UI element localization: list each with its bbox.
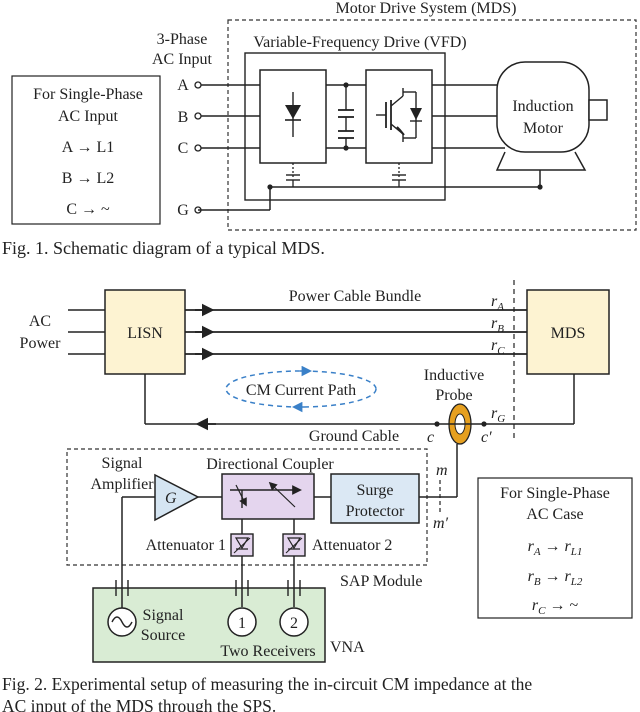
phase-b-label: B — [178, 109, 189, 126]
inverter-block — [365, 69, 433, 164]
sap-label: SAP Module — [340, 573, 423, 590]
rb-label: rB — [491, 315, 504, 335]
signal-amp-label-2: Amplifier — [90, 476, 154, 493]
motor-label-2: Motor — [523, 120, 564, 137]
ac-power-label-1: AC — [29, 313, 51, 330]
fig2-caption-line-2: AC input of the MDS through the SPS. — [2, 696, 276, 712]
fig2-single-phase-box — [477, 477, 633, 619]
input-title-2: AC Input — [152, 51, 213, 68]
amp-g-label: G — [165, 490, 177, 507]
input-title-1: 3-Phase — [157, 31, 208, 48]
vna-label: VNA — [330, 639, 365, 656]
lisn-label: LISN — [127, 325, 163, 342]
signal-amp-label-1: Signal — [102, 455, 143, 472]
mds-block — [526, 289, 610, 375]
ground-cable-label: Ground Cable — [309, 428, 399, 445]
two-receivers-label: Two Receivers — [220, 643, 315, 660]
fig1-sp-map-3: C → ~ — [66, 201, 110, 218]
fig2-sp-map-1: rA → rL1 — [528, 538, 583, 558]
phase-g-label: G — [177, 202, 189, 219]
attenuator-2-label: Attenuator 2 — [312, 537, 392, 554]
vfd-title: Variable-Frequency Drive (VFD) — [253, 34, 466, 51]
mds-dashed-box — [227, 19, 637, 231]
fig1-sp-map-1: A → L1 — [62, 139, 114, 156]
fig1-diagram: Motor Drive System (MDS) Variable-Freque… — [2, 0, 637, 258]
fig2-sp-map-3: rC → ~ — [532, 597, 579, 617]
fig2-diagram: AC Power LISN Power Cable Bundle rA rB r… — [2, 280, 633, 712]
receiver-1-label: 1 — [238, 615, 246, 632]
cm-current-path — [225, 370, 377, 408]
receiver-1 — [227, 607, 257, 637]
ra-label: rA — [491, 293, 504, 313]
power-cable-label: Power Cable Bundle — [289, 288, 421, 305]
directional-coupler — [221, 473, 315, 520]
vfd-box — [244, 52, 446, 201]
phase-a-label: A — [177, 77, 189, 94]
signal-source-label-1: Signal — [143, 607, 184, 624]
probe-label-2: Probe — [435, 387, 472, 404]
fig2-sp-title-2: AC Case — [526, 506, 583, 523]
phase-c-label: C — [178, 140, 189, 157]
dir-coupler-label: Directional Coupler — [206, 456, 334, 473]
fig1-sp-title-1: For Single-Phase — [33, 86, 143, 103]
mds-label: MDS — [551, 325, 586, 342]
node-c-prime: c′ — [481, 429, 492, 446]
node-c: c — [427, 429, 434, 446]
receiver-2-label: 2 — [290, 615, 298, 632]
fig1-sp-title-2: AC Input — [58, 108, 119, 125]
fig2-sp-map-2: rB → rL2 — [528, 568, 583, 588]
fig1-single-phase-box — [11, 75, 161, 225]
node-m: m — [436, 462, 448, 479]
mds-title: Motor Drive System (MDS) — [336, 0, 517, 17]
signal-source-label-2: Source — [141, 627, 185, 644]
ac-power-label-2: Power — [20, 335, 62, 352]
rc-label: rC — [491, 337, 505, 357]
attenuator-1-label: Attenuator 1 — [146, 537, 226, 554]
motor-label-1: Induction — [512, 98, 573, 115]
fig2-sp-title-1: For Single-Phase — [500, 485, 610, 502]
receiver-2 — [279, 607, 309, 637]
surge-protector — [330, 473, 420, 524]
rg-label: rG — [491, 405, 505, 425]
surge-label-1: Surge — [356, 482, 393, 499]
lisn-block — [104, 289, 186, 375]
fig1-caption: Fig. 1. Schematic diagram of a typical M… — [2, 238, 325, 258]
surge-label-2: Protector — [346, 503, 405, 520]
node-m-prime: m′ — [433, 515, 449, 532]
fig2-caption-line-1: Fig. 2. Experimental setup of measuring … — [2, 674, 532, 694]
cm-path-label: CM Current Path — [246, 382, 356, 399]
fig1-sp-map-2: B → L2 — [62, 170, 114, 187]
probe-label-1: Inductive — [424, 367, 484, 384]
